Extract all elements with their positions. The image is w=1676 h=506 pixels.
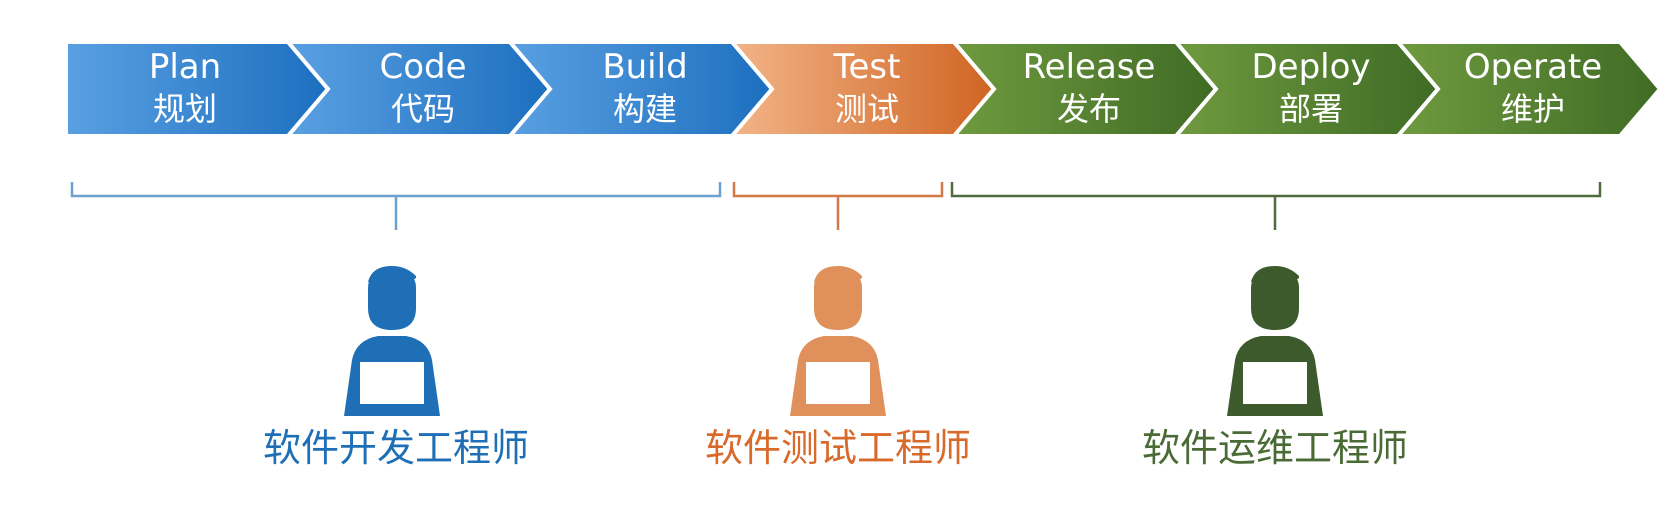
stage-chevron [1393,40,1663,138]
stage-label-en: Operate [1464,47,1602,87]
stage-label-en: Build [602,47,687,87]
stage-label-cn: 部署 [1279,90,1343,128]
operator-person-laptop-icon [1227,266,1323,416]
stage-label-cn: 规划 [153,90,217,128]
stage-label-en: Test [833,47,901,87]
developer-person-laptop-icon [344,266,440,416]
pipeline-stages: Plan规划Code代码Build构建Test测试Release发布Deploy… [64,40,1663,138]
stage-label-en: Plan [149,47,221,87]
stage-label-en: Release [1023,47,1156,87]
stage-label-en: Code [379,47,466,87]
role-label-operator: 软件运维工程师 [1141,426,1408,470]
stage-label-en: Deploy [1251,47,1370,87]
role-label-tester: 软件测试工程师 [704,426,971,470]
role-label-developer: 软件开发工程师 [262,426,529,470]
test-bracket [732,182,944,230]
stage-label-cn: 发布 [1057,90,1121,128]
stage-label-cn: 代码 [391,90,455,128]
tester-person-laptop-icon [790,266,886,416]
dev-bracket [70,182,722,230]
stage-label-cn: 测试 [835,90,899,128]
stage-label-cn: 构建 [613,90,677,128]
ops-bracket [950,182,1602,230]
stage-label-cn: 维护 [1501,90,1565,128]
